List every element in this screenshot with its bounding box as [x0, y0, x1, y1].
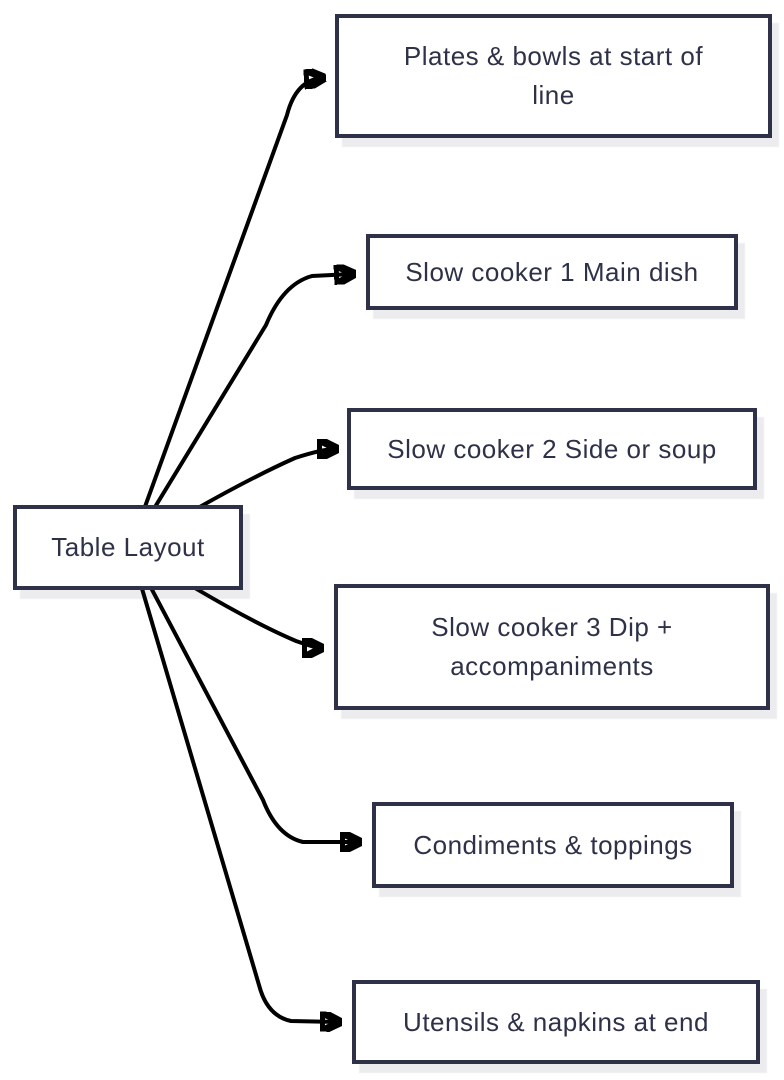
edge-root-to-slow-cooker-1	[128, 274, 352, 550]
edge-root-to-utensils	[128, 547, 338, 1022]
edge-root-to-plates	[128, 78, 322, 549]
node-slow-cooker-2: Slow cooker 2 Side or soup	[347, 408, 757, 490]
edge-root-to-condiments	[128, 547, 358, 842]
node-condiments-toppings: Condiments & toppings	[372, 802, 734, 888]
node-plates-and-bowls: Plates & bowls at start of line	[335, 14, 772, 138]
node-slow-cooker-1: Slow cooker 1 Main dish	[366, 234, 738, 310]
node-utensils-napkins: Utensils & napkins at end	[352, 980, 760, 1064]
node-table-layout: Table Layout	[13, 505, 243, 590]
node-slow-cooker-3: Slow cooker 3 Dip + accompaniments	[334, 584, 770, 710]
